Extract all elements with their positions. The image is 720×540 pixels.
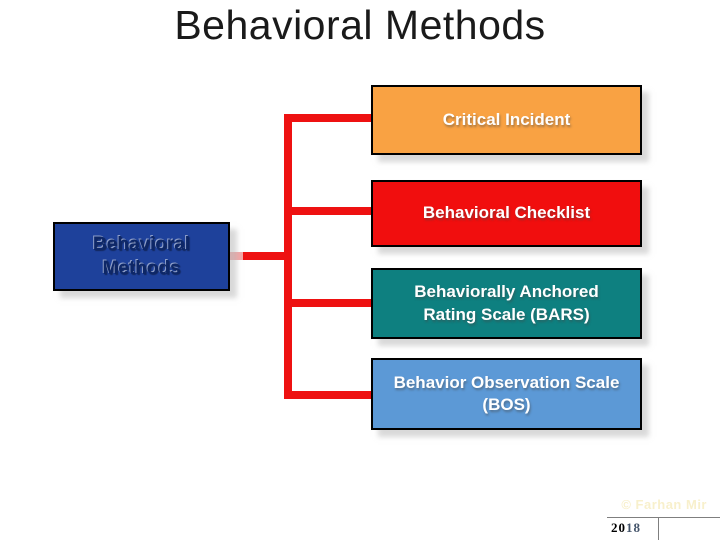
footer-horizontal-divider bbox=[607, 517, 720, 518]
node-behavioral-checklist: Behavioral Checklist bbox=[371, 180, 642, 247]
slide-number-suffix: 18 bbox=[626, 520, 641, 535]
node-bars: Behaviorally Anchored Rating Scale (BARS… bbox=[371, 268, 642, 339]
slide-number: 2018 bbox=[611, 520, 641, 536]
connector-branch-bars bbox=[284, 299, 371, 307]
connector-branch-critical-incident bbox=[284, 114, 371, 122]
connector-root-stub bbox=[230, 252, 292, 260]
node-label: Behavior Observation Scale (BOS) bbox=[393, 372, 620, 414]
node-label: Behavioral Checklist bbox=[422, 203, 591, 223]
connector-branch-behavioral-checklist bbox=[284, 207, 371, 215]
node-label: Critical Incident bbox=[442, 109, 571, 129]
footer-vertical-divider bbox=[658, 517, 659, 540]
slide-title: Behavioral Methods bbox=[174, 2, 546, 48]
node-bos: Behavior Observation Scale (BOS) bbox=[371, 358, 642, 430]
root-node-behavioral-methods: Behavioral Methods bbox=[53, 222, 230, 291]
node-label: Behaviorally Anchored Rating Scale (BARS… bbox=[414, 282, 599, 324]
connector-branch-bos bbox=[284, 391, 371, 399]
node-critical-incident: Critical Incident bbox=[371, 85, 642, 155]
connector-root-stub-cap bbox=[230, 252, 243, 260]
root-node-label: Behavioral Methods bbox=[92, 233, 191, 279]
slide-number-prefix: 20 bbox=[611, 520, 626, 535]
watermark-author: © Farhan Mir bbox=[621, 497, 707, 512]
